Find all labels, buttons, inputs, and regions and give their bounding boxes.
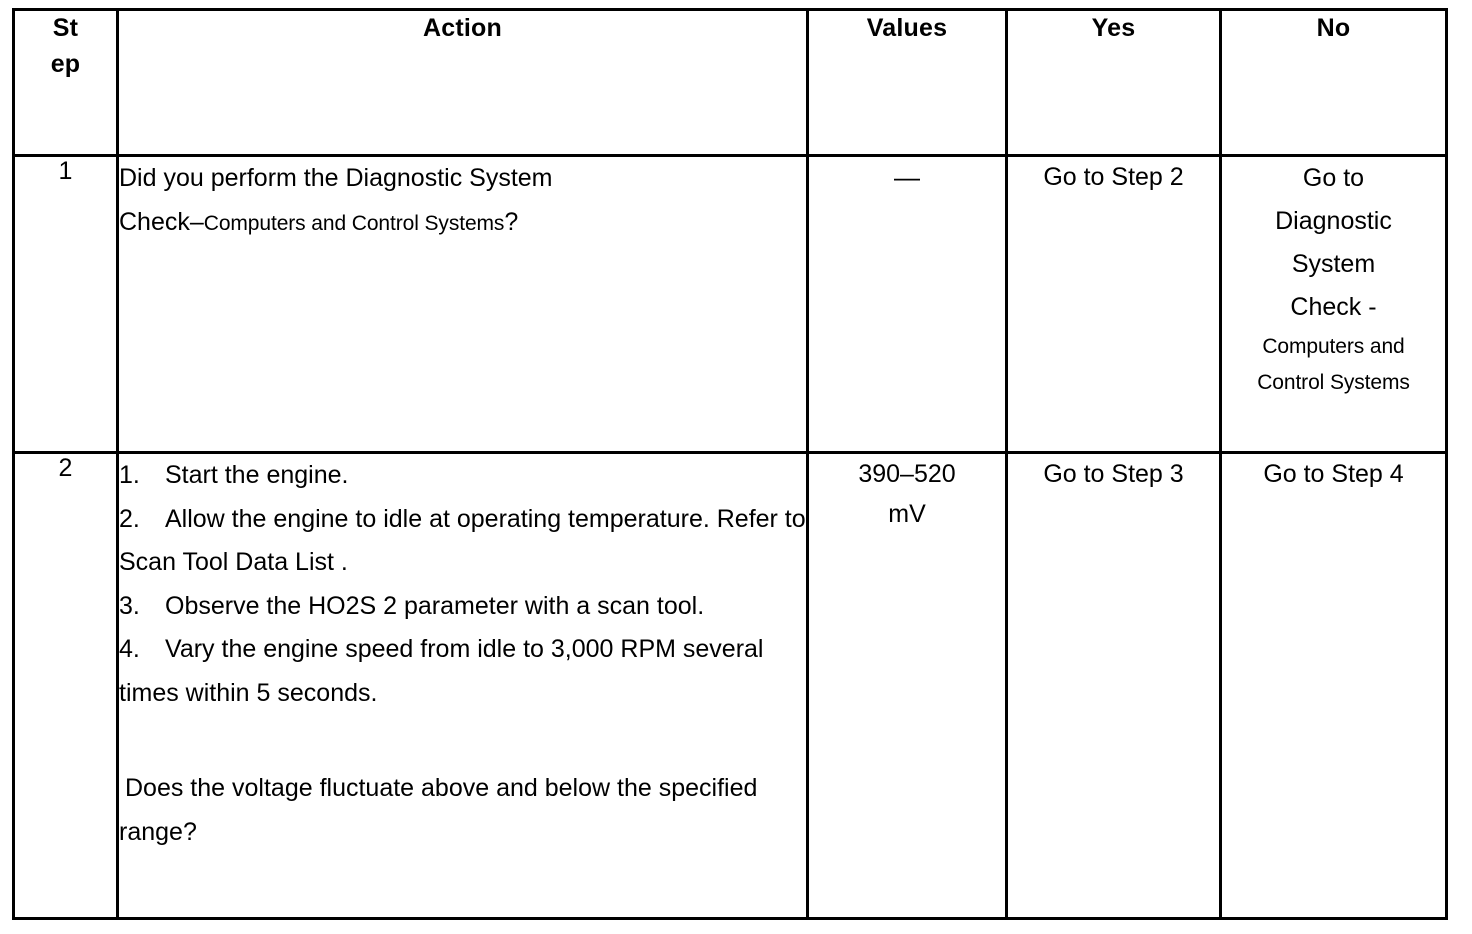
yes-branch-cell: Go to Step 2 [1005, 154, 1222, 454]
action-cell: 1. Start the engine. 2.Allow the engine t… [116, 451, 809, 920]
list-item-number: 1. [119, 461, 140, 489]
column-header-step-line-1: St [52, 14, 79, 42]
no-branch-line-2: Diagnostic [1275, 207, 1392, 235]
column-header-yes: Yes [1005, 8, 1222, 157]
column-header-values: Values [806, 8, 1008, 157]
table-row: 2 1. Start the engine. 2.Allow the engine… [12, 451, 1448, 920]
values-range: 390–520 [858, 460, 956, 488]
values-cell: 390–520 mV [806, 451, 1008, 920]
diagnostic-procedure-table: St ep Action Values Yes No 1 Did you per… [12, 8, 1448, 920]
list-item: 1. Start the engine. [119, 454, 806, 498]
action-question-block: Does the voltage fluctuate above and bel… [119, 767, 806, 854]
column-header-action: Action [116, 8, 809, 157]
no-branch-line-6: Control Systems [1257, 371, 1410, 395]
table-row: 1 Did you perform the Diagnostic System … [12, 154, 1448, 454]
list-item-text: Observe the HO2S 2 parameter with a scan… [165, 591, 705, 620]
no-branch-line-3: System [1291, 250, 1376, 278]
yes-branch-label: Go to Step 3 [1043, 460, 1184, 488]
no-branch-label: Go to Step 4 [1263, 460, 1404, 488]
no-branch-line-1: Go to [1302, 164, 1365, 192]
column-header-step: St ep [12, 8, 119, 157]
action-line-2: Check–Computers and Control Systems? [119, 201, 806, 245]
yes-branch-cell: Go to Step 3 [1005, 451, 1222, 920]
action-line-2-normal: Check– [119, 207, 204, 236]
values-dash: — [894, 162, 920, 192]
action-line-1: Did you perform the Diagnostic System [119, 164, 553, 192]
action-line-2-small: Computers and Control Systems [203, 211, 505, 235]
action-line-2-tail: ? [504, 207, 519, 236]
no-branch-line-5: Computers and [1262, 335, 1405, 358]
values-unit: mV [888, 500, 926, 528]
table-header: St ep Action Values Yes No [12, 8, 1448, 157]
list-item-number: 2. [119, 504, 140, 533]
step-number-cell: 2 [12, 451, 119, 920]
header-row: St ep Action Values Yes No [12, 8, 1448, 157]
list-item-text: Vary the engine speed from idle to 3,000… [119, 635, 764, 707]
step-number-cell: 1 [12, 154, 119, 454]
column-header-step-line-2: ep [50, 49, 81, 78]
list-item-text: Start the engine. [165, 461, 349, 489]
table-body: 1 Did you perform the Diagnostic System … [12, 154, 1448, 920]
action-question: Does the voltage fluctuate above and bel… [119, 774, 758, 846]
list-item-text: Allow the engine to idle at operating te… [119, 504, 806, 577]
action-cell: Did you perform the Diagnostic System Ch… [116, 154, 809, 454]
no-branch-cell: Go to Step 4 [1219, 451, 1448, 920]
list-item: 4.Vary the engine speed from idle to 3,0… [119, 628, 806, 715]
action-step-list: 1. Start the engine. 2.Allow the engine t… [119, 454, 806, 715]
list-item-number: 4. [119, 635, 140, 663]
no-branch-cell: Go to Diagnostic System Check - Computer… [1219, 154, 1448, 454]
list-item: 3. Observe the HO2S 2 parameter with a sc… [119, 585, 806, 629]
no-branch-line-4: Check - [1290, 293, 1377, 321]
list-item: 2.Allow the engine to idle at operating … [119, 498, 806, 585]
list-item-number: 3. [119, 591, 140, 620]
column-header-no: No [1219, 8, 1448, 157]
values-cell: — [806, 154, 1008, 454]
yes-branch-label: Go to Step 2 [1043, 163, 1184, 191]
